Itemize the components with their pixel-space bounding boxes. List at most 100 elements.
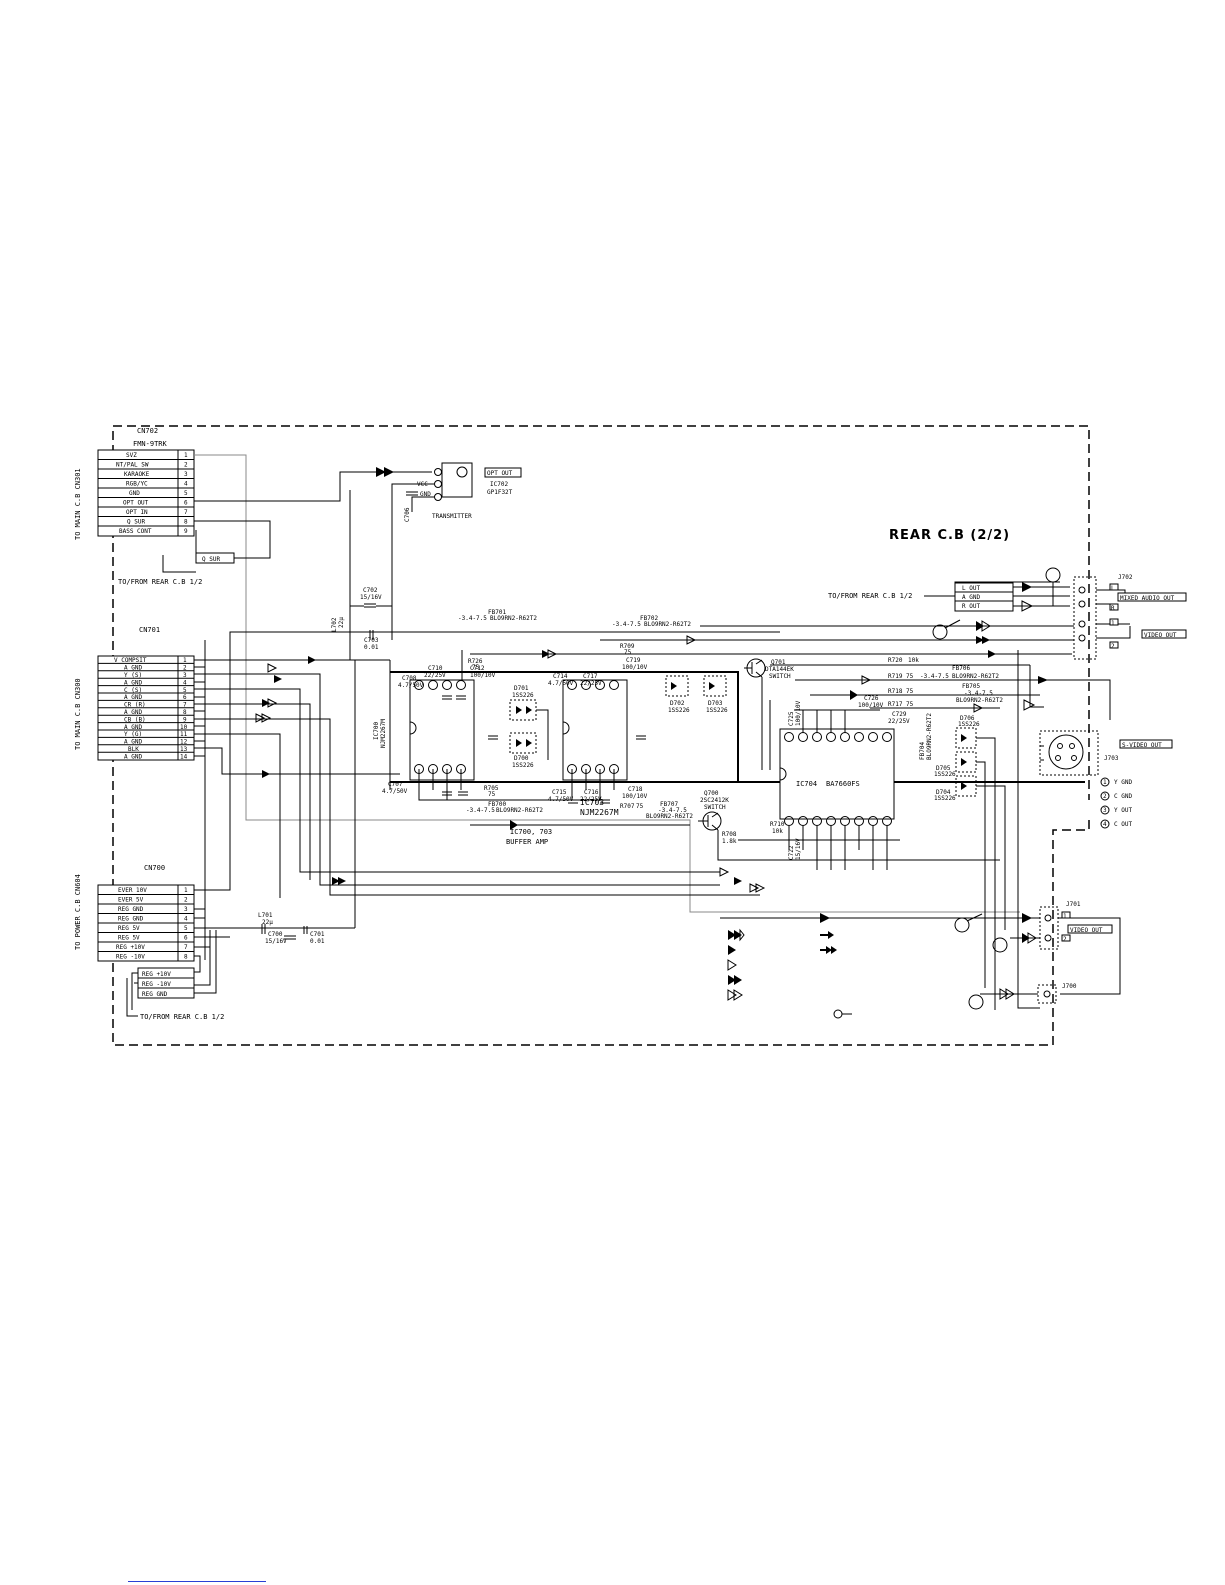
cn702-pin-label: RGB/YC [126,481,148,488]
q-sur-tag: Q SUR [202,556,220,563]
buffer-note-line2: BUFFER AMP [506,838,548,846]
r708-value: 1.8k [722,838,737,845]
d703-part: 1SS226 [706,707,728,714]
cn702-wires: Q SUR TO/FROM REAR C.B 1/2 [118,454,1020,913]
cn701-pin-num: 4 [183,680,187,687]
c712-name: C712 [470,665,485,672]
l702-name: L702 [331,617,338,632]
cn701-pin-num: 5 [183,687,187,694]
cn701-pin-num: 13 [180,746,188,753]
cn700-pin-label: REG +10V [116,944,145,951]
cn701-pin-label: CB (B) [124,717,146,724]
ic704-body [779,728,895,820]
j701-j700-section: J701 1 2 VIDEO OUT J700 [720,650,1121,1010]
j702-pin-r-out: R OUT [962,603,980,610]
r720-value: 10k [908,657,919,664]
fb706-volt: -3.4-7.5 [920,673,949,680]
diodes-d702-d703: D702 1SS226 D703 1SS226 [665,675,728,714]
cn700-pin-num: 5 [184,925,188,932]
l702-value: 22μ [338,617,345,628]
c710-value: 22/25V [424,672,446,679]
connector-cn702: CN702 FMN-9TRK TO MAIN C.B CN301 SVZ NT/… [74,427,195,540]
buffer-note-line1: IC700, 703 [510,828,552,836]
d702-part: 1SS226 [668,707,690,714]
cn701-pin-num: 3 [183,672,187,679]
cn701-pin-label: BLK [128,746,139,753]
cn701-side-label: TO MAIN C.B CN300 [74,678,82,750]
ic700-name: IC700 [373,722,380,740]
cn700-name: CN700 [144,864,165,872]
cn700-pin-label: EVER 10V [118,887,147,894]
cn700-side-label: TO POWER C.B CN604 [74,874,82,950]
d701-name: D701 [514,685,529,692]
cn702-pin-num: 6 [184,500,188,507]
ic700-part: NJM2267M [380,719,387,748]
cn700-pin-num: 4 [184,916,188,923]
c702-value: 15/16V [360,594,382,601]
cn702-pin-num: 9 [184,528,188,535]
svideo-pin-num: 4 [1103,821,1107,828]
cn700-pin-label: REG 5V [118,925,140,932]
video-out-top-letter-2: 2 [1111,643,1115,650]
buffer-amp-section: IC700 NJM2267M IC703 NJM2267M IC700, 703… [373,609,1085,846]
cn701-pin-num: 2 [183,665,187,672]
footer-rule [128,1581,266,1582]
ic703-name: IC703 [580,798,604,807]
c725-name: C725 [788,711,795,726]
cn702-pin-num: 4 [184,481,188,488]
r710-name: R710 [770,821,785,828]
j702-name: J702 [1118,574,1133,581]
ic704-name: IC704 [796,780,817,788]
mixed-audio-out-tag: MIXED AUDIO OUT [1120,595,1175,602]
fb702-volt: -3.4-7.5 [612,621,641,628]
r718-value: 75 [906,688,914,695]
c707-name: C707 [388,781,403,788]
c706-name: C706 [404,507,411,522]
cn702-pin-num: 8 [184,519,188,526]
c712-value: 100/10V [470,672,496,679]
c725-value: 100/10V [795,700,802,726]
ic702-gnd: GND [420,491,431,498]
cn702-pin-label: GND [129,490,140,497]
fb707-volt: -3.4-7.5 [658,807,687,814]
cn700-sub-pin: REG -10V [142,981,171,988]
r708-name: R708 [722,831,737,838]
svideo-pin-num: 3 [1103,807,1107,814]
s-video-out-tag: S-VIDEO OUT [1122,742,1162,749]
d700-part: 1SS226 [512,762,534,769]
c718-name: C718 [628,786,643,793]
d705-name: D705 [936,765,951,772]
cn702-pin-label: OPT IN [126,509,148,516]
fb706-part: BLO9RN2-R62T2 [952,673,999,680]
cn700-pin-label: EVER 5V [118,897,144,904]
ic702-label: TRANSMITTER [432,513,472,520]
d705-part: 1SS226 [934,771,956,778]
j701-letter-2: 2 [1063,936,1067,943]
j700-jack [1037,984,1057,1004]
q700-label: SWITCH [704,804,726,811]
d704-part: 1SS226 [934,795,956,802]
fb701-name: FB701 [488,609,506,616]
r709-name: R709 [620,643,635,650]
j702-section: TO/FROM REAR C.B 1/2 L OUT A GND R OUT J… [700,567,1187,660]
transistors: Q701 DTA144EK SWITCH Q700 2SC2412K SWITC… [698,658,1000,861]
cn700-pin-num: 6 [184,935,188,942]
cn702-side-label: TO MAIN C.B CN301 [74,468,82,540]
cn701-pin-num: 12 [180,739,188,746]
j703-jack [1039,730,1099,776]
power-filter-top: C702 15/16V L702 22μ C703 0.01 [331,490,392,660]
cn701-pin-num: 8 [183,709,187,716]
r707-name: R707 [620,803,635,810]
j701-video-out-tag: VIDEO OUT [1070,927,1103,934]
cn701-pin-label: C (S) [124,687,142,694]
cn700-pin-label: REG -10V [116,954,145,961]
c708-value: 4.7/50V [398,682,424,689]
r710-value: 10k [772,828,783,835]
r726-value: 75 [472,664,480,671]
cn701-wires [194,640,766,960]
j701-name: J701 [1066,901,1081,908]
cn702-pin-label: Q SUR [127,519,145,526]
cn702-pin-label: SVZ [126,452,137,459]
cn701-name: CN701 [139,626,160,634]
